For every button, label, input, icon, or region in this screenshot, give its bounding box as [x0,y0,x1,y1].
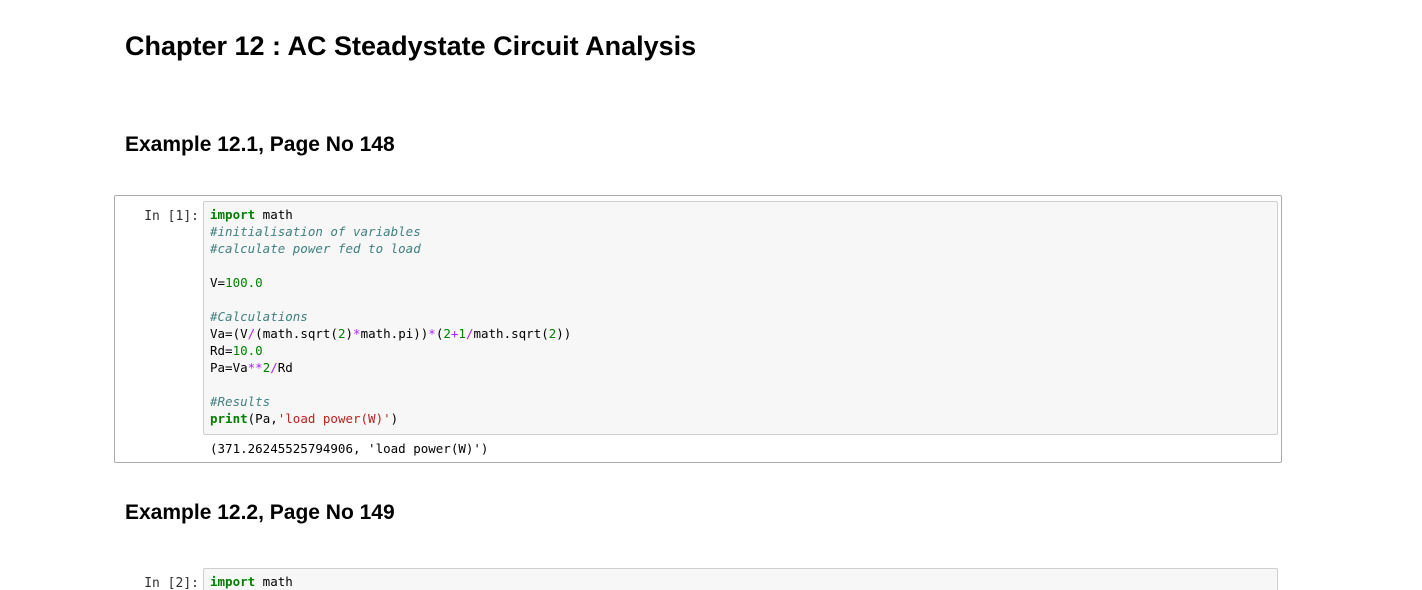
code-editor[interactable]: import math#initialisation of variables#… [210,206,1271,427]
code-token: ) [345,326,354,341]
chapter-title: Chapter 12 : AC Steadystate Circuit Anal… [125,31,697,61]
code-token: Va=(V [210,326,248,341]
code-line [210,257,1271,274]
code-token: + [450,326,459,341]
code-token: / [270,360,278,375]
code-line: Pa=Va**2/Rd [210,359,1271,376]
code-token: 2 [262,360,271,375]
code-token: 'load power(W)' [277,411,391,426]
code-input-area[interactable]: import math [203,568,1278,590]
code-token: )) [556,326,572,341]
example-heading-12-1: Example 12.1, Page No 148 [125,133,395,156]
code-token: #calculate power fed to load [210,241,421,256]
code-line: #Calculations [210,308,1271,325]
code-token: 1 [458,326,466,341]
cell-prompt: In [1]: [144,209,199,224]
code-token: ** [247,360,263,375]
code-token: 10.0 [232,343,263,358]
code-token: = [217,275,226,290]
code-token: ) [390,411,399,426]
code-token: 2 [443,326,451,341]
code-token: Rd [277,360,293,375]
code-token: math [255,207,293,222]
code-token: import [210,207,256,222]
code-token: * [428,326,436,341]
example-heading-12-2: Example 12.2, Page No 149 [125,501,395,524]
code-token: import [210,574,256,589]
code-line: Rd=10.0 [210,342,1271,359]
code-line: import math [210,206,1271,223]
code-line: import math [210,573,1271,590]
cell-prompt: In [2]: [144,576,199,590]
code-line: print(Pa,'load power(W)') [210,410,1271,427]
code-token: Rd= [210,343,233,358]
code-line: #Results [210,393,1271,410]
code-line: #initialisation of variables [210,223,1271,240]
code-line [210,376,1271,393]
code-token: 2 [337,326,346,341]
code-editor[interactable]: import math [210,573,1271,590]
code-token: 2 [548,326,557,341]
code-token: / [465,326,474,341]
code-line: V=100.0 [210,274,1271,291]
code-cell-2[interactable]: In [2]: import math [114,567,1282,590]
code-token: ( [435,326,444,341]
code-input-area[interactable]: import math#initialisation of variables#… [203,201,1278,435]
code-line [210,291,1271,308]
code-token: 100.0 [225,275,263,290]
code-token: #Calculations [210,309,308,324]
code-token: / [247,326,256,341]
code-token: math.sqrt( [473,326,549,341]
code-token: * [353,326,361,341]
code-token: V [210,275,218,290]
code-token: #initialisation of variables [210,224,421,239]
code-token: (Pa, [247,411,278,426]
cell-output: (371.26245525794906, 'load power(W)') [210,441,489,456]
code-line: Va=(V/(math.sqrt(2)*math.pi))*(2+1/math.… [210,325,1271,342]
code-cell-1[interactable]: In [1]: import math#initialisation of va… [114,195,1282,463]
code-token: math.pi)) [360,326,429,341]
code-line: #calculate power fed to load [210,240,1271,257]
code-token: Pa=Va [210,360,248,375]
code-token: (math.sqrt( [255,326,338,341]
code-token: print [210,411,248,426]
code-token: math [255,574,293,589]
code-token: #Results [210,394,271,409]
